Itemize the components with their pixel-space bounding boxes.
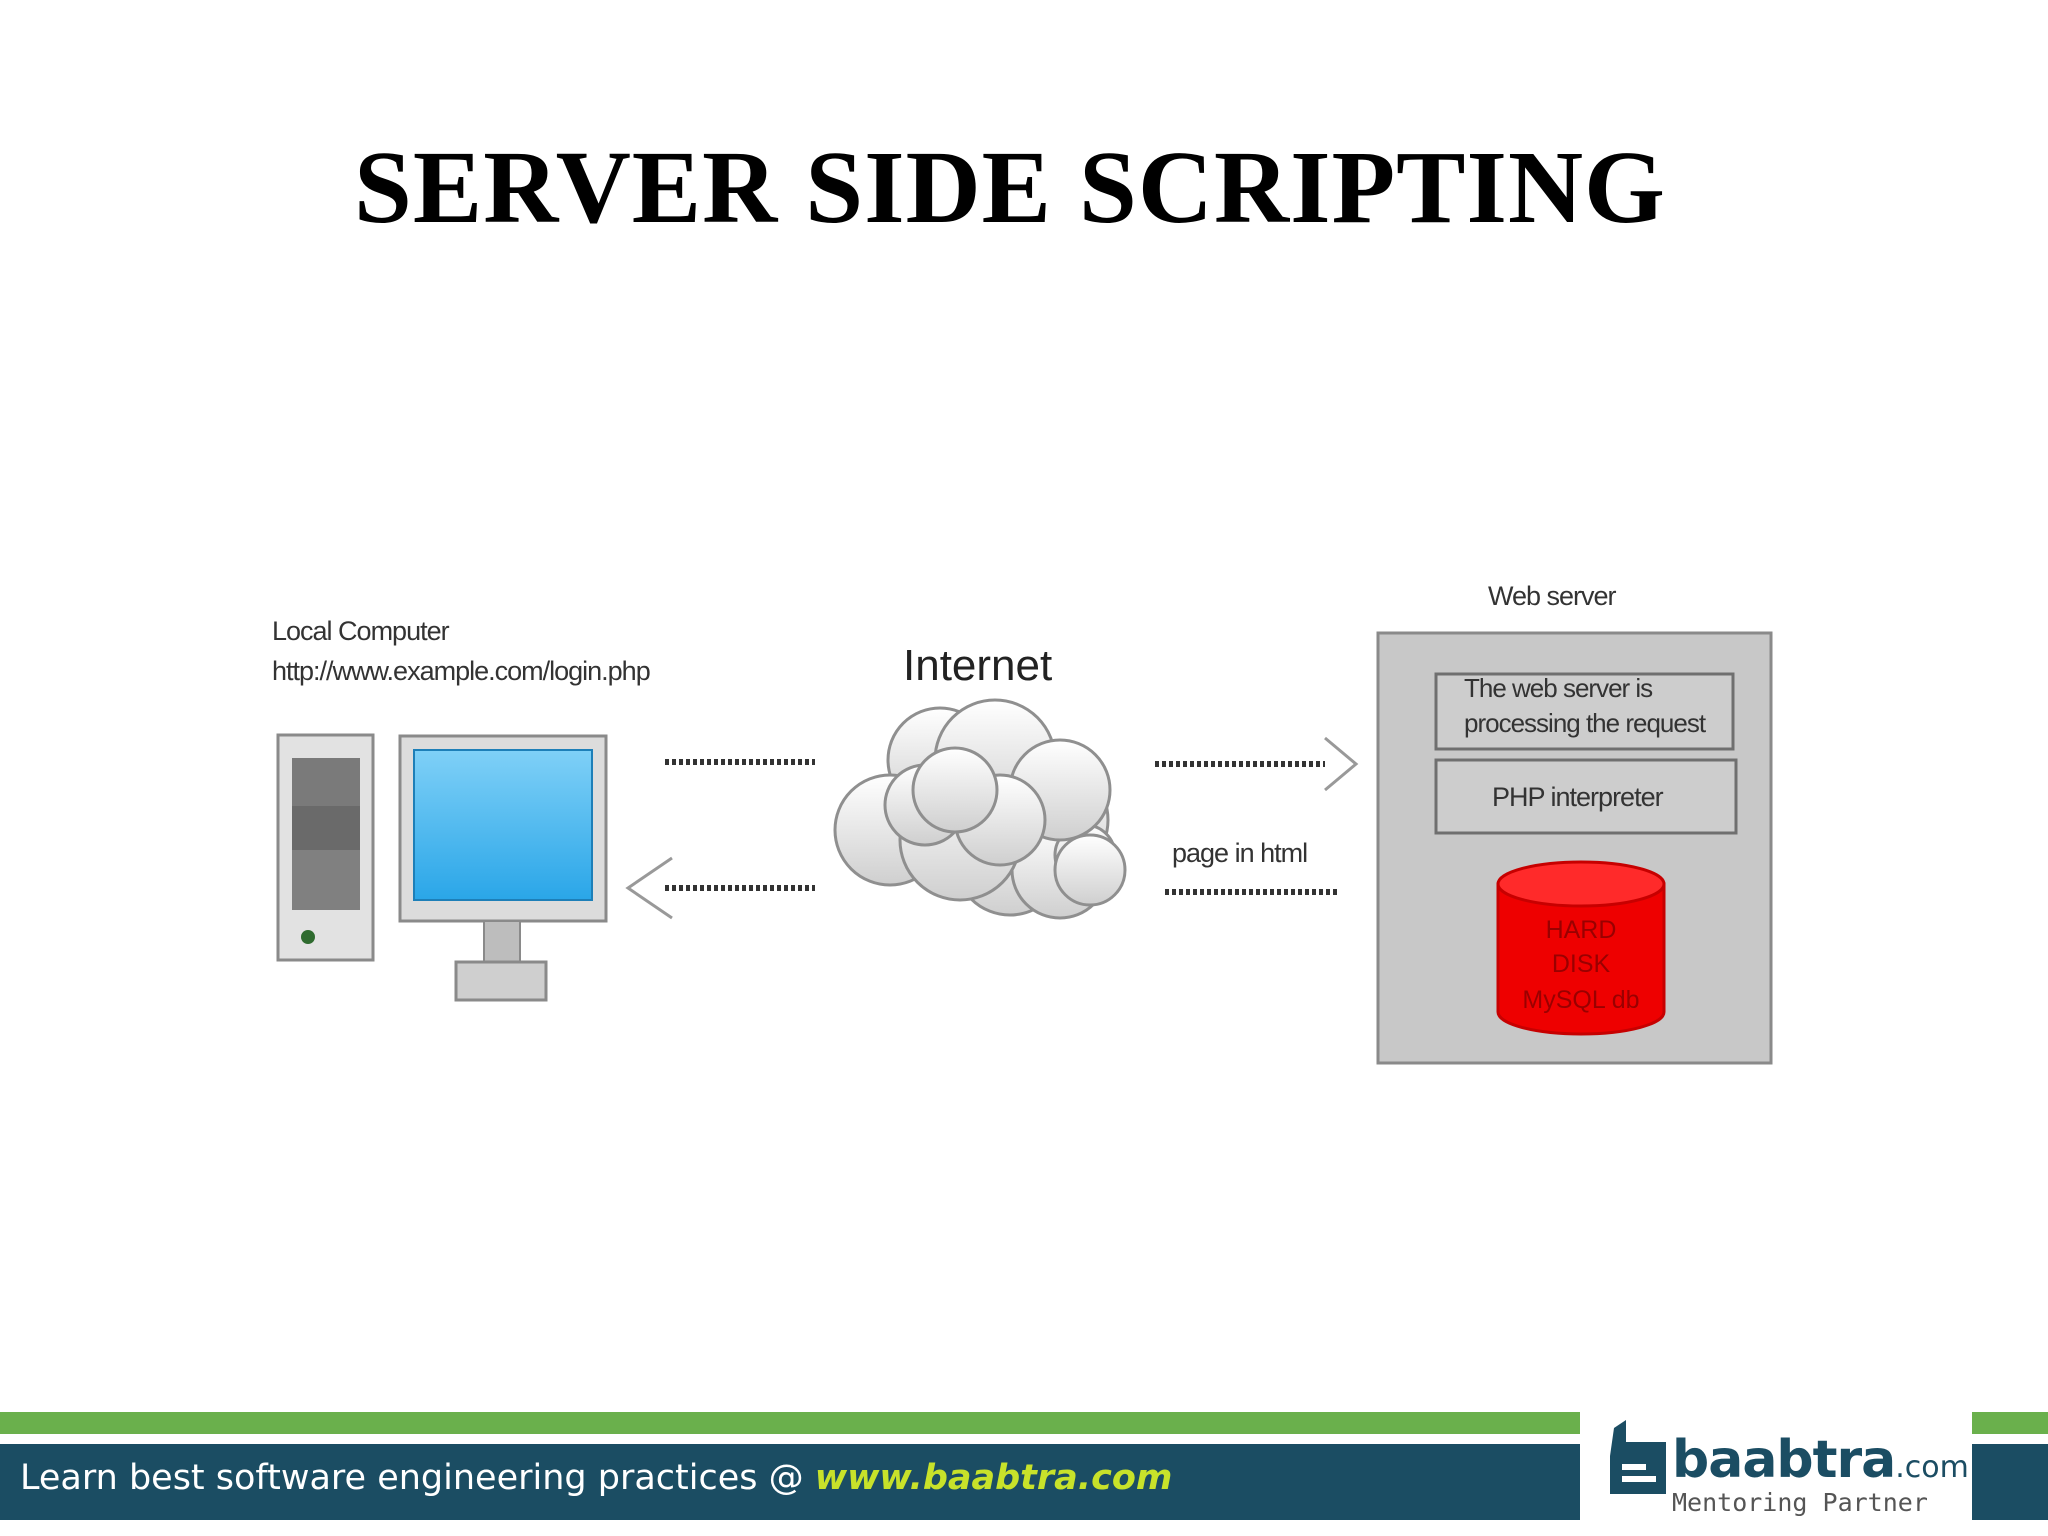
web-server-label: Web server — [1488, 581, 1617, 611]
php-interpreter-label: PHP interpreter — [1492, 782, 1664, 812]
local-computer-label: Local Computer — [272, 616, 450, 646]
logo-tagline: Mentoring Partner — [1672, 1488, 1928, 1517]
request-url: http://www.example.com/login.php — [272, 656, 650, 686]
cloud-icon — [833, 698, 1127, 920]
logo-name: baabtra — [1672, 1430, 1896, 1490]
response-label: page in html — [1172, 838, 1307, 868]
disk-line-3: MySQL db — [1522, 986, 1639, 1014]
desktop-computer-icon — [276, 733, 608, 1002]
disk-line-1: HARD — [1546, 916, 1617, 944]
disk-line-2: DISK — [1552, 950, 1611, 978]
database-icon — [1496, 860, 1666, 1036]
footer-stripe-right — [1972, 1412, 2048, 1434]
logo-wordmark: baabtra.com — [1672, 1430, 1969, 1490]
footer-link[interactable]: www.baabtra.com — [814, 1458, 1173, 1498]
footer-tagline: Learn best software engineering practice… — [20, 1458, 1172, 1498]
footer-tagline-text: Learn best software engineering practice… — [20, 1458, 815, 1498]
processing-line-2: processing the request — [1464, 708, 1707, 738]
footer-bar — [0, 1444, 1580, 1520]
processing-line-1: The web server is — [1464, 673, 1653, 703]
request-arrowhead-icon — [1324, 736, 1359, 792]
footer-bar-right — [1972, 1444, 2048, 1520]
processing-box — [1434, 672, 1735, 751]
baabtra-logo: baabtra.com Mentoring Partner — [1600, 1412, 1969, 1520]
slide-title: SERVER SIDE SCRIPTING — [354, 130, 1666, 245]
logo-suffix: .com — [1895, 1450, 1969, 1485]
logo-mark-icon — [1610, 1420, 1666, 1494]
php-interpreter-box — [1434, 758, 1738, 835]
response-arrowhead-icon — [625, 856, 673, 920]
footer-stripe — [0, 1412, 1580, 1434]
internet-label: Internet — [903, 641, 1052, 690]
